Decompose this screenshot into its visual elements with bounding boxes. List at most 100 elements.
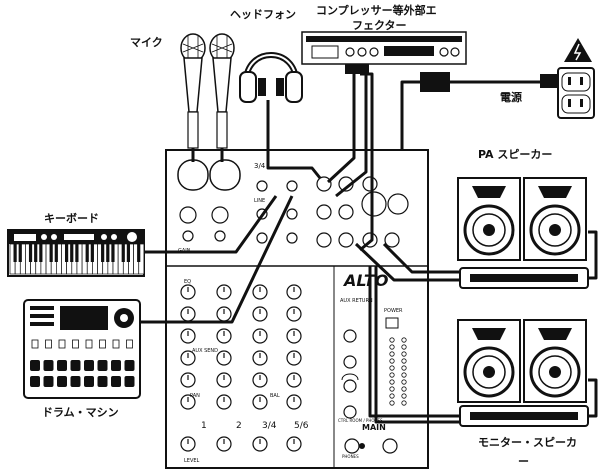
speaker-icon xyxy=(523,319,587,403)
meter-led xyxy=(389,358,395,364)
black-key xyxy=(101,244,105,262)
meter-led xyxy=(401,386,407,392)
monitor-label-line2: ー xyxy=(518,455,529,468)
amplifier-icon xyxy=(459,267,589,289)
warning-icon xyxy=(564,38,592,62)
drum-pad xyxy=(111,376,121,387)
black-key xyxy=(65,244,69,262)
drum-pad xyxy=(30,376,40,387)
channel-number: 2 xyxy=(236,421,242,431)
monitor-speakers xyxy=(457,319,587,403)
bal-label: BAL xyxy=(270,393,280,399)
black-key xyxy=(121,244,125,262)
line-label: LINE xyxy=(254,198,265,204)
drum-pad xyxy=(43,360,54,371)
drum-pad xyxy=(97,376,108,387)
drum-pad xyxy=(97,360,108,371)
microphone-icon xyxy=(180,33,235,149)
eq-label: EQ xyxy=(184,279,191,285)
channel-number: 5/6 xyxy=(294,421,309,431)
cables xyxy=(140,72,598,424)
meter-led xyxy=(389,351,395,357)
power-label: 電源 xyxy=(500,90,522,104)
wall-outlet-icon xyxy=(540,67,595,119)
pan-label: PAN xyxy=(190,393,200,399)
black-key xyxy=(90,244,94,262)
drum-pad xyxy=(43,376,54,387)
meter-led xyxy=(389,365,395,371)
black-key xyxy=(75,244,79,262)
black-key xyxy=(13,244,17,262)
meter-led xyxy=(401,351,407,357)
channel-knob-group xyxy=(180,284,302,452)
drum-pad xyxy=(30,360,40,371)
channel-number: 1 xyxy=(201,421,207,431)
meter-led xyxy=(389,393,395,399)
drum-pad xyxy=(124,360,135,371)
pa-speakers xyxy=(457,177,587,261)
drum-pad xyxy=(70,376,81,387)
black-key xyxy=(85,244,89,262)
level-meter xyxy=(389,337,407,406)
meter-led xyxy=(389,337,395,343)
drum-pad xyxy=(57,376,67,387)
meter-led xyxy=(401,379,407,385)
speaker-icon xyxy=(523,177,587,261)
mic-label: マイク xyxy=(130,36,163,49)
meter-led xyxy=(401,393,407,399)
drum-pad-grid xyxy=(30,339,135,387)
channel-number: 3/4 xyxy=(262,421,277,431)
drum-pad xyxy=(111,360,121,371)
meter-led xyxy=(401,400,407,406)
aux-return-label: AUX RETURN xyxy=(340,298,373,304)
black-key xyxy=(111,244,115,262)
drum-button xyxy=(126,339,133,349)
rack-effector-icon xyxy=(301,31,467,74)
black-key xyxy=(126,244,130,262)
black-key xyxy=(106,244,110,262)
meter-led xyxy=(389,344,395,350)
drum-button xyxy=(58,339,66,349)
keyboard-icon xyxy=(7,229,145,277)
drum-pad xyxy=(84,376,94,387)
meter-led xyxy=(401,365,407,371)
drum-button xyxy=(112,339,120,349)
drum-pad xyxy=(57,360,67,371)
power-switch-label: POWER xyxy=(384,308,403,314)
input-34-label: 3/4 xyxy=(254,162,266,170)
drum-machine-icon xyxy=(23,299,141,399)
power-adapter-icon xyxy=(420,72,450,92)
black-key xyxy=(39,244,43,262)
speaker-icon xyxy=(457,319,521,403)
black-key xyxy=(49,244,53,262)
mixer-brand-logo: ALTO xyxy=(342,271,389,290)
aux-send-label: AUX SEND xyxy=(192,348,218,354)
meter-led xyxy=(401,337,407,343)
meter-led xyxy=(389,379,395,385)
monitor-label-line1: モニター・スピーカ xyxy=(478,436,577,449)
drum-machine-label: ドラム・マシン xyxy=(42,406,119,419)
channel-number-row: 1 2 3/4 5/6 xyxy=(201,421,309,431)
phones-label: PHONES xyxy=(342,454,359,459)
meter-led xyxy=(389,372,395,378)
black-key xyxy=(28,244,33,262)
headphones-icon xyxy=(239,52,303,103)
black-key xyxy=(70,244,74,262)
drum-button xyxy=(85,339,93,349)
effector-label-line1: コンプレッサー等外部エ xyxy=(316,3,437,17)
keyboard-label: キーボード xyxy=(44,211,99,225)
drum-pad xyxy=(84,360,94,371)
drum-pad xyxy=(124,376,135,387)
black-key xyxy=(34,244,38,262)
keyboard-keys xyxy=(9,243,145,275)
ctrl-room-label: CTRL ROOM / PHONES xyxy=(338,418,383,423)
drum-button xyxy=(31,339,39,349)
pa-speaker-label: PA スピーカー xyxy=(478,148,552,161)
meter-led xyxy=(401,358,407,364)
drum-button xyxy=(99,339,106,349)
mixer: 3/4 GAIN LINE ALTO AUX RETURN POWER 1 2 … xyxy=(165,149,429,469)
headphone-label: ヘッドフォン xyxy=(230,8,296,21)
drum-button xyxy=(72,339,79,349)
effector-label-line2: フェクター xyxy=(352,19,407,32)
